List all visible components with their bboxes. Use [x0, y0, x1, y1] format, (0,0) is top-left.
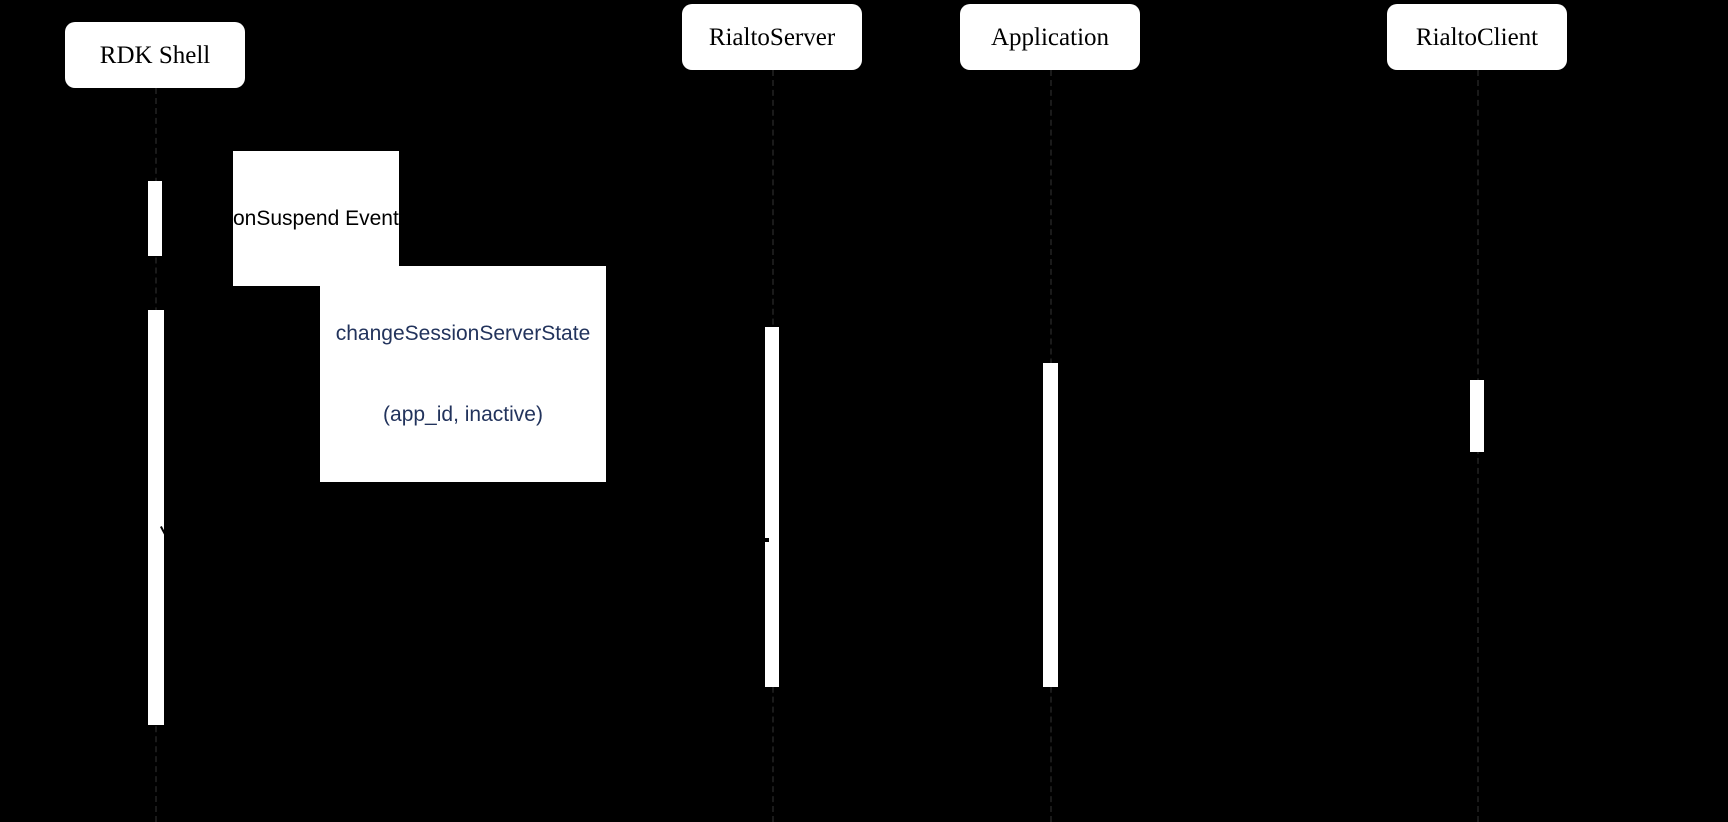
participant-label-application: Application [990, 23, 1110, 51]
activation-bar-application-1 [1043, 363, 1058, 687]
message-line-on-suspend-event: onSuspend Event [233, 207, 399, 230]
participant-label-rdk-shell: RDK Shell [99, 41, 211, 69]
message-label-on-suspend-event: onSuspend Event [233, 151, 399, 286]
activation-bar-rdk-shell-1 [148, 181, 162, 256]
participant-label-rialto-server: RialtoServer [708, 23, 836, 51]
activation-bar-rialto-client-1 [1470, 380, 1484, 452]
participant-rdk-shell[interactable]: RDK Shell [65, 22, 245, 88]
message-line-change-session-server-state-args: (app_id, inactive) [383, 403, 543, 426]
participant-rialto-client[interactable]: RialtoClient [1387, 4, 1567, 70]
participant-label-rialto-client: RialtoClient [1415, 23, 1539, 51]
message-label-change-session-server-state: changeSessionServerState (app_id, inacti… [320, 266, 606, 482]
activation-bar-rdk-shell-2 [148, 310, 164, 725]
participant-rialto-server[interactable]: RialtoServer [682, 4, 862, 70]
activation-bar-rialto-server-1 [765, 327, 779, 687]
message-line-change-session-server-state: changeSessionServerState [335, 322, 591, 345]
return-arrow-tick-rialto-server [762, 538, 769, 542]
participant-application[interactable]: Application [960, 4, 1140, 70]
